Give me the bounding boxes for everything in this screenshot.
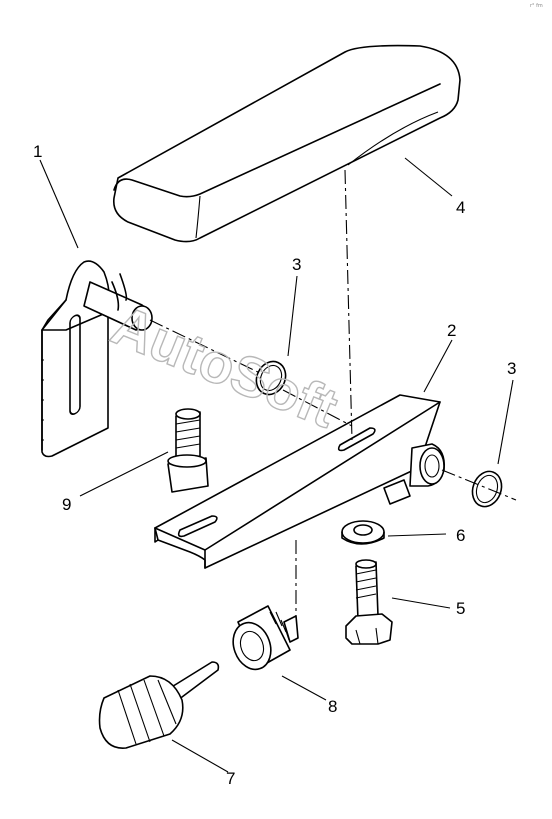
leader-lines [39, 157, 514, 773]
callout-4: 4 [456, 198, 465, 217]
callout-8: 8 [328, 697, 337, 716]
callout-2: 2 [447, 321, 456, 340]
socket-cap-screw [167, 408, 209, 493]
assembly-center-lines [149, 169, 517, 616]
knurled-nut [232, 605, 299, 671]
callout-3-right: 3 [507, 359, 516, 378]
callout-labels: 1 2 3 3 4 5 6 7 8 9 [33, 142, 516, 788]
callout-1: 1 [33, 142, 42, 161]
hex-bolt [345, 559, 393, 645]
callout-9: 9 [62, 495, 71, 514]
armrest-pad [112, 44, 461, 243]
watermark: AutoSoft [104, 293, 347, 440]
corner-mark: r° fm [530, 3, 543, 9]
mounting-bracket [41, 260, 153, 458]
callout-7: 7 [226, 769, 235, 788]
washer [341, 520, 385, 545]
tightening-knob [98, 661, 220, 749]
o-ring-right [471, 470, 503, 508]
support-channel-arm [154, 394, 446, 569]
callout-5: 5 [456, 599, 465, 618]
callout-3-left: 3 [292, 255, 301, 274]
callout-6: 6 [456, 526, 465, 545]
